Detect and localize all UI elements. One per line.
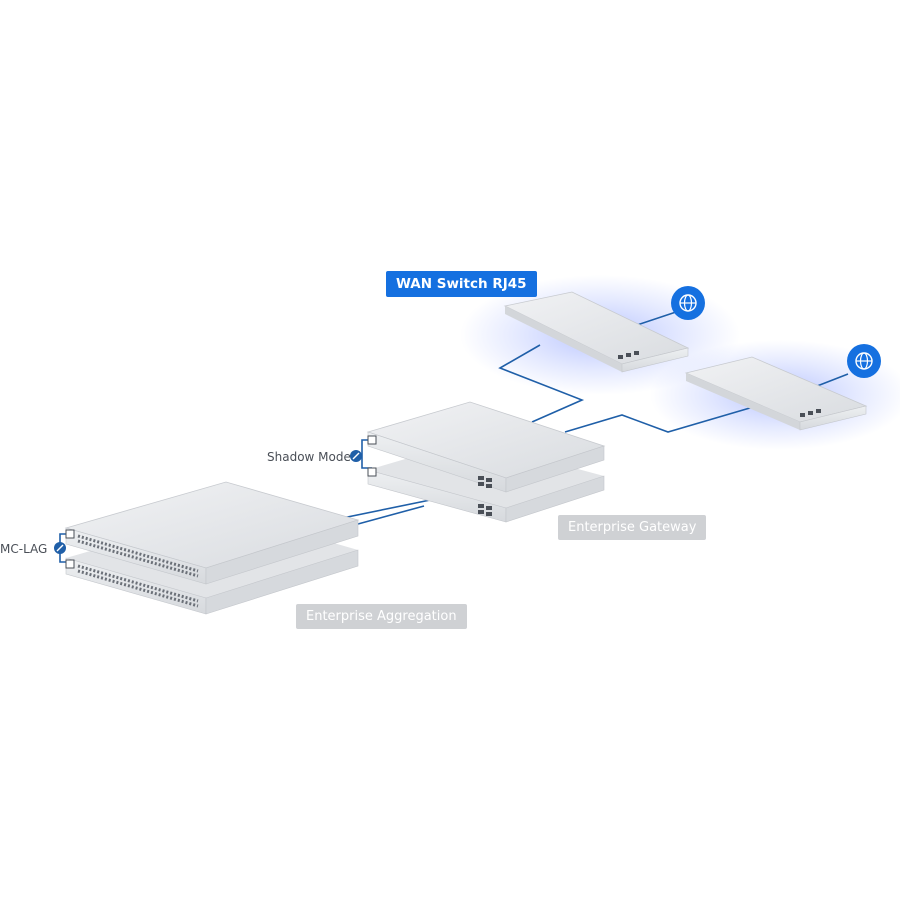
enterprise-aggregation-device [64,481,360,615]
link-icon [350,450,362,462]
link-wan1-gateway [498,344,585,423]
enterprise-gateway-label: Enterprise Gateway [558,515,707,540]
wan-switch-device-1 [503,291,690,373]
globe-icon [847,344,881,378]
mc-lag-label: MC-LAG [0,542,48,556]
wan-switch-device-2 [684,356,868,431]
shadow-mode-bracket [361,439,372,469]
globe-icon [671,286,705,320]
link-icon [54,542,66,554]
enterprise-aggregation-label: Enterprise Aggregation [296,604,467,629]
wan-switch-label: WAN Switch RJ45 [386,271,537,297]
shadow-mode-label: Shadow Mode [267,450,351,464]
link-wan2-gateway [564,404,761,433]
enterprise-gateway-device [366,401,606,523]
